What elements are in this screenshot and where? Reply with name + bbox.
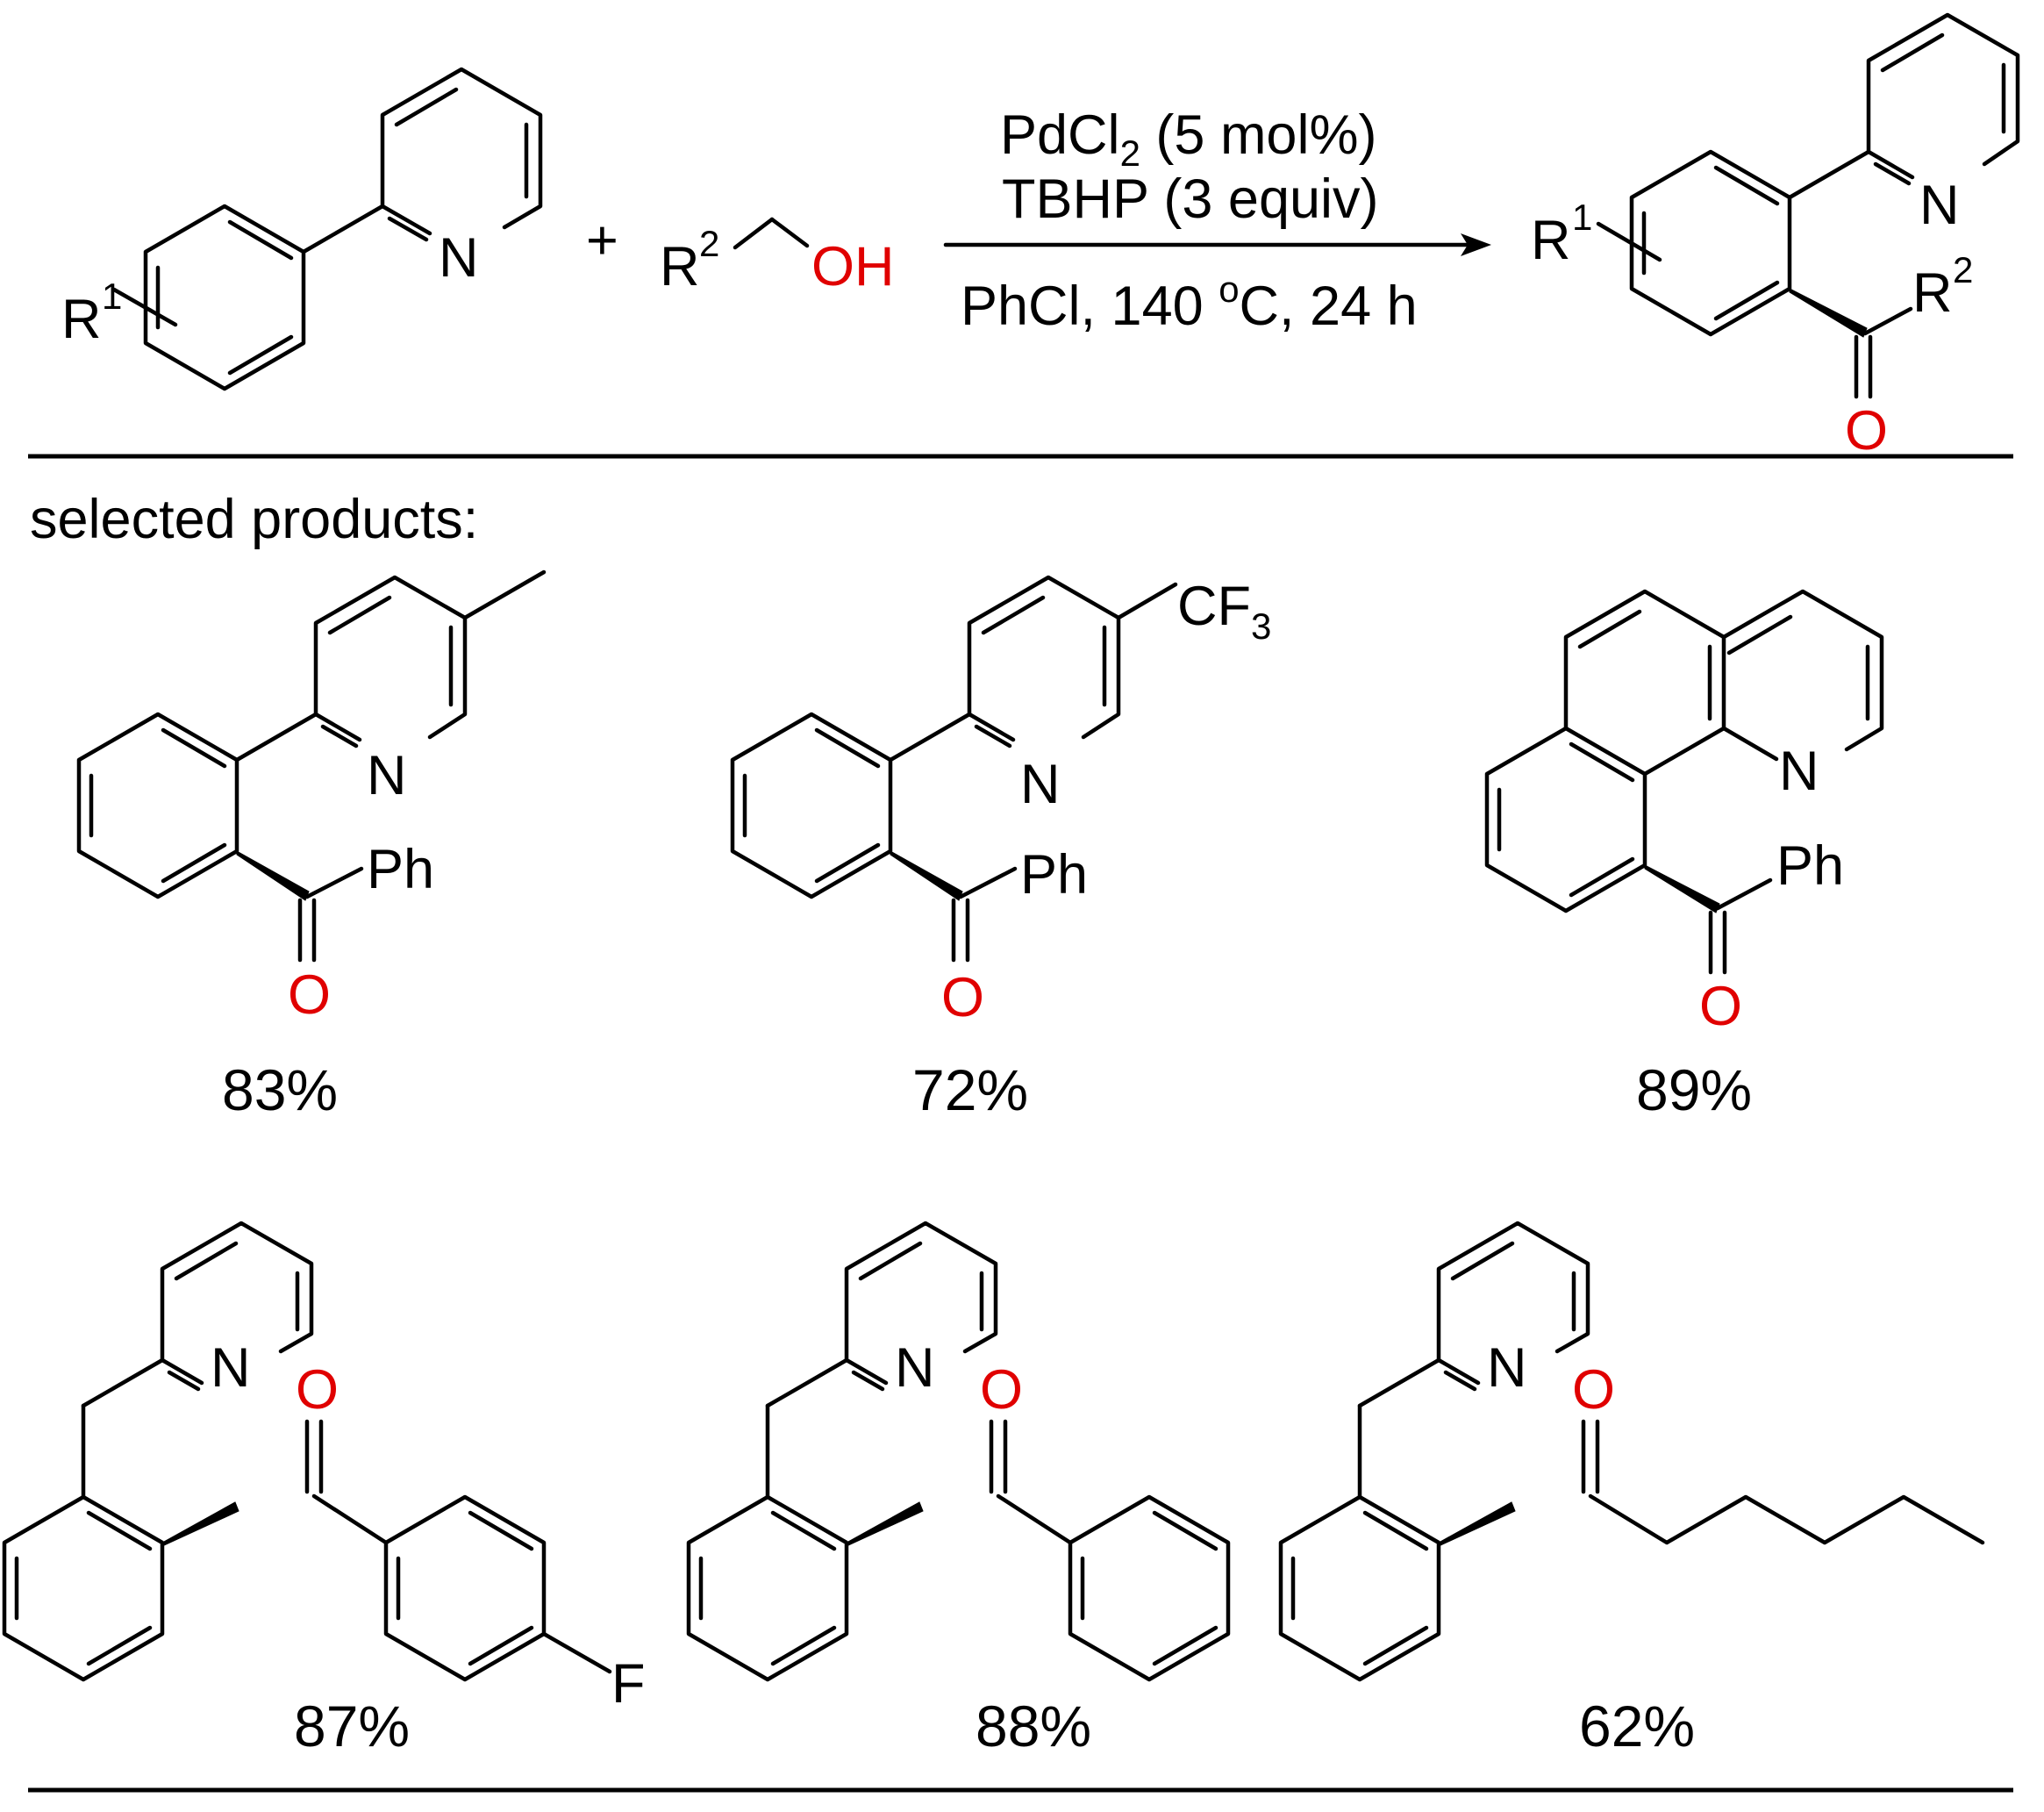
- p3-o-label: O: [1699, 976, 1742, 1037]
- p5-yield: 88%: [976, 1694, 1091, 1758]
- p5-n-label: N: [895, 1337, 935, 1399]
- cond-line1-sub: 2: [1120, 132, 1140, 174]
- cond-line3-a: PhCl, 140: [961, 276, 1219, 337]
- p6-o-label: O: [1572, 1359, 1615, 1421]
- p1-o-label: O: [288, 964, 331, 1026]
- alcohol-oh-label: OH: [811, 236, 895, 297]
- svg-text:PdCl2 (5 mol%): PdCl2 (5 mol%): [1000, 104, 1376, 174]
- p4-n-label: N: [211, 1337, 251, 1399]
- p2-o-label: O: [941, 967, 984, 1028]
- p4-o-label: O: [296, 1359, 339, 1421]
- section-title: selected products:: [30, 489, 478, 550]
- product-5: N O 88%: [686, 1221, 1231, 1758]
- cond-line3-b: C, 24 h: [1240, 276, 1418, 337]
- p6-yield: 62%: [1579, 1694, 1695, 1758]
- p4-yield: 87%: [294, 1694, 410, 1758]
- alcohol-r2-label: R: [660, 236, 700, 297]
- product-o-label: O: [1845, 400, 1888, 462]
- reaction-conditions: PdCl2 (5 mol%) TBHP (3 equiv) PhCl, 140 …: [961, 104, 1418, 337]
- p5-o-label: O: [980, 1359, 1023, 1421]
- p3-yield: 89%: [1636, 1057, 1752, 1122]
- product-r1-label: R: [1531, 210, 1571, 271]
- product-ketone: R 1 N R 2 O: [1531, 12, 2020, 462]
- reactant-alcohol: R 2 OH: [660, 217, 895, 297]
- product-r1-sup: 1: [1572, 197, 1592, 238]
- p2-cf-label: CF: [1177, 576, 1251, 637]
- svg-text:PhCl, 140 oC, 24 h: PhCl, 140 oC, 24 h: [961, 269, 1418, 337]
- alcohol-r2-sup: 2: [699, 223, 719, 264]
- p3-ph-label: Ph: [1776, 835, 1844, 897]
- cond-line3-sup: o: [1219, 269, 1239, 310]
- p2-yield: 72%: [912, 1057, 1028, 1122]
- reactant-n-label: N: [439, 227, 479, 289]
- product-1: N Ph O 83%: [76, 569, 547, 1122]
- cond-line2: TBHP (3 equiv): [1002, 168, 1379, 230]
- p1-yield: 83%: [222, 1057, 338, 1122]
- product-4: N O F 87%: [2, 1221, 645, 1758]
- p2-n-label: N: [1020, 754, 1061, 815]
- product-2: CF3 N Ph O 72%: [730, 575, 1271, 1122]
- p4-f-label: F: [611, 1653, 645, 1715]
- product-n-label: N: [1919, 175, 1960, 236]
- p1-ph-label: Ph: [367, 839, 434, 900]
- product-r2-sup: 2: [1953, 249, 1973, 290]
- reaction-arrow: [943, 233, 1491, 256]
- reactant-2-arylpyridine: R 1 N: [61, 67, 543, 391]
- plus-sign: +: [586, 210, 618, 271]
- svg-text:CF3: CF3: [1177, 576, 1271, 647]
- p2-ph-label: Ph: [1020, 844, 1088, 906]
- product-6: N O 62%: [1278, 1221, 1985, 1758]
- arrow-head-icon: [1461, 233, 1491, 256]
- p6-n-label: N: [1487, 1337, 1527, 1399]
- cond-line1-main: PdCl: [1000, 104, 1120, 166]
- p2-cf-index: 3: [1251, 605, 1271, 647]
- p3-n-label: N: [1779, 741, 1819, 802]
- cond-line1-rest: (5 mol%): [1140, 104, 1377, 166]
- product-3: N Ph O 89%: [1484, 589, 1884, 1122]
- product-r2-label: R: [1912, 262, 1953, 324]
- reactant-r1-label: R: [61, 289, 102, 350]
- reactant-r1-sup: 1: [102, 276, 122, 317]
- p1-n-label: N: [367, 745, 407, 806]
